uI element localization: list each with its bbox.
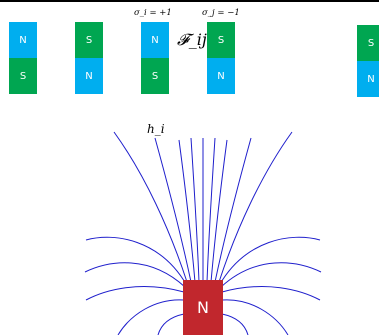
magnet-top-pole: N: [141, 22, 169, 58]
magnet-bottom-pole: N: [75, 58, 103, 94]
field-line: [221, 286, 321, 301]
field-line: [220, 262, 322, 288]
magnet-bottom-pole: N: [207, 58, 235, 94]
field-line: [219, 236, 321, 285]
field-line: [154, 137, 192, 283]
coupling-label: 𝓕_ij: [177, 30, 207, 49]
magnet-bottom-pole: N: [357, 61, 379, 97]
field-line: [221, 313, 249, 335]
magnet-top-pole: S: [75, 22, 103, 58]
field-line: [190, 137, 200, 283]
field-line: [85, 286, 185, 301]
field-line: [214, 137, 252, 283]
sigma-j-label: σ_j = −1: [202, 8, 240, 18]
field-line: [157, 313, 185, 335]
magnet-bottom-pole: S: [9, 58, 37, 94]
big-magnet-label: N: [197, 298, 209, 317]
sigma-i-label: σ_i = +1: [134, 8, 172, 18]
field-line: [113, 131, 188, 283]
magnet-bottom-pole: S: [141, 58, 169, 94]
field-line: [210, 139, 228, 283]
magnet-top-pole: N: [9, 22, 37, 58]
field-line: [84, 262, 186, 288]
field-line: [178, 139, 196, 283]
external-field-magnet: N: [183, 280, 223, 335]
magnet-top-pole: S: [207, 22, 235, 58]
field-label: h_i: [147, 122, 165, 136]
field-line: [85, 236, 187, 285]
spin-magnet-i: N S: [141, 22, 169, 94]
field-line: [206, 137, 216, 283]
field-line: [221, 299, 289, 335]
spin-magnet: N S: [9, 22, 37, 94]
field-line: [117, 299, 185, 335]
spin-magnet: S N: [357, 25, 379, 97]
spin-magnet-j: S N: [207, 22, 235, 94]
spin-magnet: S N: [75, 22, 103, 94]
top-border: [0, 0, 379, 2]
field-line: [218, 131, 293, 283]
magnet-top-pole: S: [357, 25, 379, 61]
